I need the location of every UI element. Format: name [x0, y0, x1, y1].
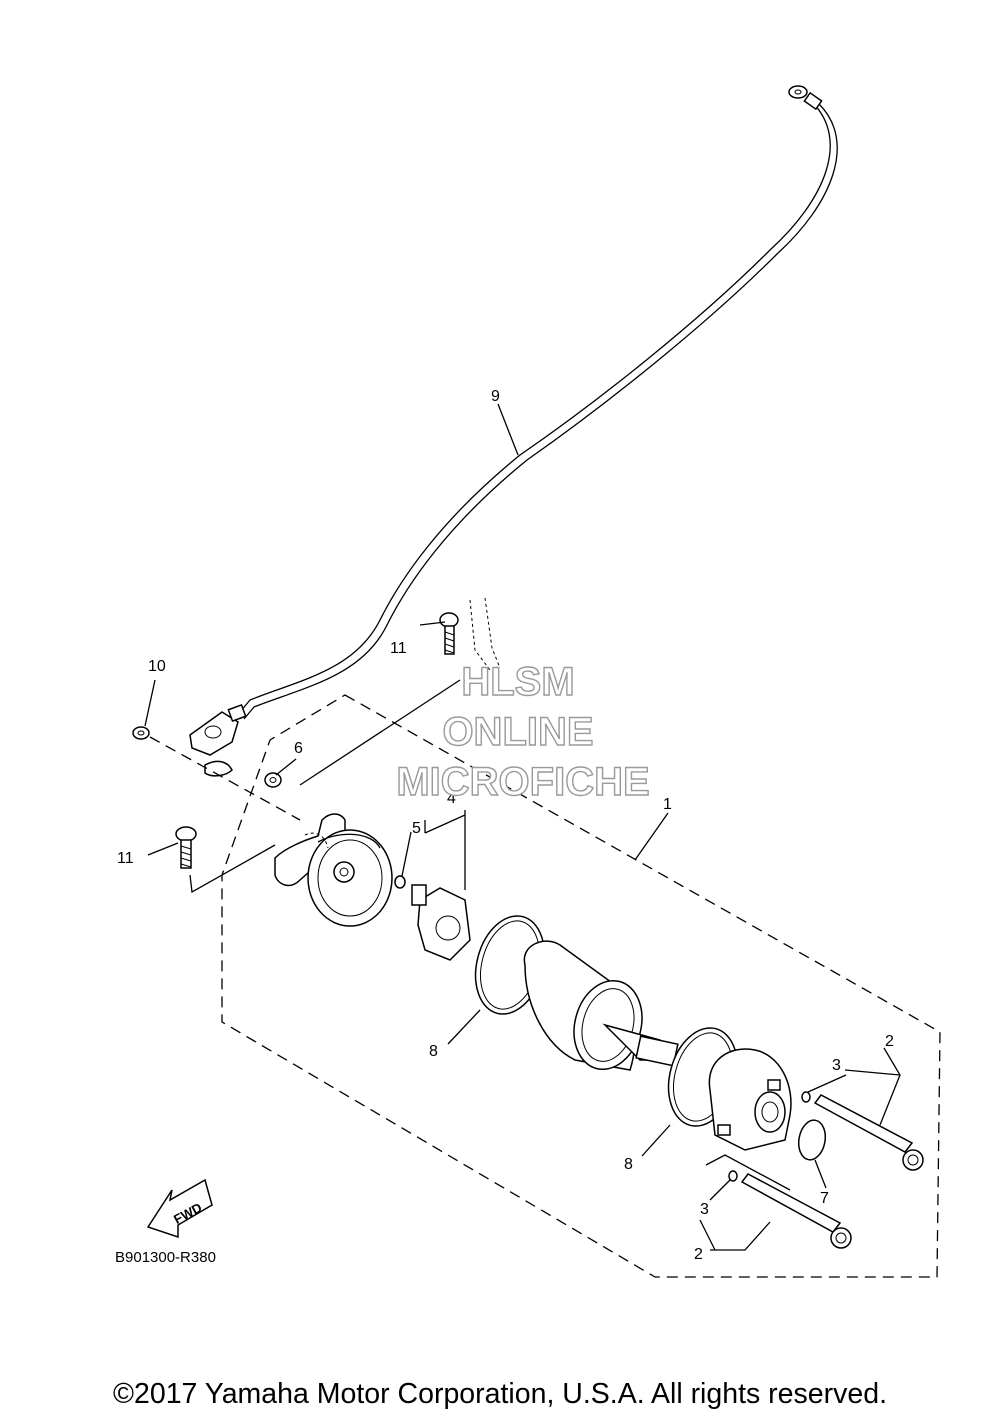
o-ring-3-lower[interactable] — [728, 1170, 738, 1182]
bolt-11-upper[interactable] — [439, 612, 459, 655]
harness-dashed — [469, 597, 501, 671]
copyright-notice: ©2017 Yamaha Motor Corporation, U.S.A. A… — [113, 1378, 887, 1410]
watermark-line-2: ONLINE — [442, 710, 593, 754]
long-bolt-upper[interactable] — [813, 1094, 924, 1171]
callout-3-lower: 3 — [700, 1201, 709, 1218]
callout-11-upper: 11 — [390, 640, 407, 657]
watermark: HLSM ONLINE MICROFICHE — [396, 659, 651, 804]
callout-5: 5 — [412, 820, 421, 837]
callout-7: 7 — [820, 1190, 829, 1207]
diagram-code: B901300-R380 — [115, 1249, 216, 1266]
callout-6: 6 — [294, 740, 303, 757]
callout-4: 4 — [447, 790, 456, 807]
callout-8-upper: 8 — [429, 1043, 438, 1060]
callout-8-lower: 8 — [624, 1156, 633, 1173]
starter-cable[interactable] — [239, 85, 838, 720]
leader-lines — [144, 403, 901, 1251]
yoke-body[interactable] — [523, 940, 679, 1077]
bolt-11-lower[interactable] — [175, 826, 197, 869]
watermark-line-3: MICROFICHE — [396, 760, 649, 804]
long-bolt-lower[interactable] — [740, 1173, 852, 1249]
nut-10[interactable] — [132, 726, 150, 740]
axis-line — [149, 736, 301, 821]
o-ring-5[interactable] — [394, 875, 406, 889]
rear-cover[interactable] — [708, 1048, 792, 1151]
callout-9: 9 — [491, 388, 500, 405]
callout-2-upper: 2 — [885, 1033, 894, 1050]
watermark-line-1: HLSM — [461, 660, 574, 704]
cable-terminal — [189, 704, 247, 777]
front-cover[interactable] — [274, 813, 393, 927]
callout-10: 10 — [148, 658, 166, 675]
assembly-boundary — [221, 694, 941, 1278]
nut-6[interactable] — [264, 772, 282, 788]
callout-11-lower: 11 — [117, 850, 134, 867]
callout-2-lower: 2 — [694, 1246, 703, 1263]
brush-holder[interactable] — [411, 884, 471, 961]
o-ring-7[interactable] — [796, 1118, 829, 1162]
callout-1: 1 — [663, 796, 672, 813]
o-ring-3-upper[interactable] — [801, 1091, 811, 1103]
fwd-arrow: FWD — [146, 1178, 213, 1239]
callout-3-upper: 3 — [832, 1057, 841, 1074]
